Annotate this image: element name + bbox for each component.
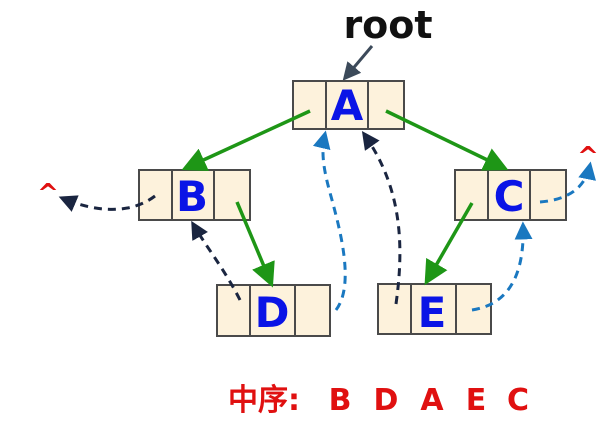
thread-E-right-to-C [471,221,533,312]
node-D-letter: D [255,288,290,337]
node-B: B [138,169,251,221]
inorder-caption-label: 中序: [228,383,300,418]
null-marker-right: ^ [577,142,599,172]
edge-A-to-C [385,109,509,171]
node-E: E [377,283,492,337]
node-A-letter: A [331,81,364,130]
node-B-right-cell [213,169,251,221]
node-D-left-cell [216,284,251,337]
inorder-item: D [374,383,399,418]
node-E-left-cell [377,283,412,335]
node-A-right-cell [367,80,405,130]
inorder-item: E [466,383,487,418]
node-C-letter: C [494,172,525,221]
edge-B-to-D [235,201,275,288]
root-label: root [343,3,432,47]
edge-C-to-E [424,202,474,286]
node-C-data-cell [487,169,531,221]
node-C: C [454,169,567,221]
thread-D-right-to-A [312,130,347,311]
node-B-left-cell [138,169,173,221]
node-A: A [292,80,405,130]
root-pointer-arrow [342,45,374,81]
inorder-item: B [329,383,352,418]
thread-D-left-to-B [191,220,242,301]
node-A-left-cell [292,80,327,130]
inorder-item: A [420,383,444,418]
node-E-data-cell [410,283,457,335]
node-E-letter: E [418,288,447,337]
node-B-letter: B [176,172,208,221]
edge-A-to-B [181,109,311,171]
node-C-right-cell [529,169,567,221]
node-B-data-cell [171,169,215,221]
node-A-data-cell [325,80,369,130]
null-marker-left: ^ [37,179,59,209]
node-C-left-cell [454,169,489,221]
node-D: D [216,284,331,337]
node-D-right-cell [294,284,331,337]
inorder-item: C [507,383,529,418]
thread-B-left-null [58,194,156,212]
thread-E-left-to-A [361,131,402,305]
thread-C-right-null [539,161,596,204]
